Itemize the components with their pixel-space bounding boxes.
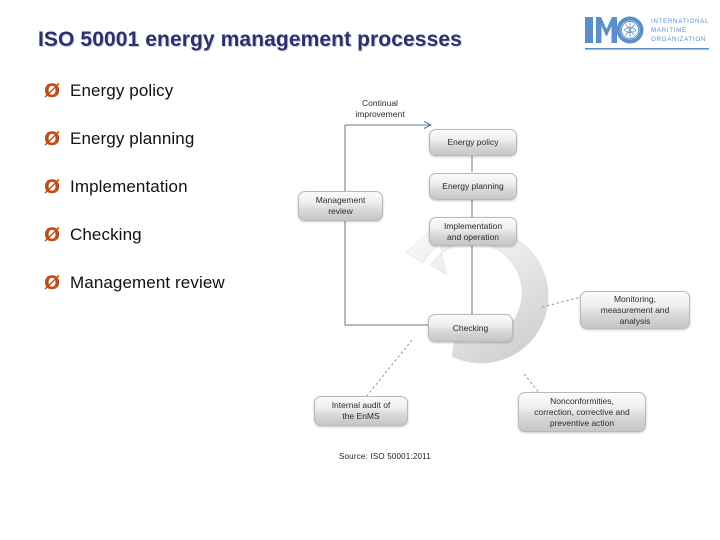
arrow-bullet-icon: Ø xyxy=(44,272,61,294)
arrow-bullet-icon: Ø xyxy=(44,128,61,150)
list-item: Ø Management review xyxy=(44,272,344,320)
arrow-bullet-icon: Ø xyxy=(44,80,61,102)
list-item: Ø Implementation xyxy=(44,176,344,224)
box-energy-planning[interactable]: Energy planning xyxy=(429,173,517,200)
arrow-bullet-icon: Ø xyxy=(44,176,61,198)
logo-line-1: INTERNATIONAL xyxy=(651,18,709,25)
logo-line-2: MARITIME xyxy=(651,27,687,34)
source-caption: Source: ISO 50001:2011 xyxy=(339,452,431,461)
imo-logo: INTERNATIONAL MARITIME ORGANIZATION xyxy=(583,12,711,56)
list-item: Ø Checking xyxy=(44,224,344,272)
bullet-label: Implementation xyxy=(70,177,188,196)
box-implementation-and-operation[interactable]: Implementation and operation xyxy=(429,217,517,246)
box-checking[interactable]: Checking xyxy=(428,314,513,342)
bullet-label: Energy planning xyxy=(70,129,195,148)
bullet-label: Management review xyxy=(70,273,225,292)
list-item: Ø Energy policy xyxy=(44,80,344,128)
dotted-connectors xyxy=(361,295,586,411)
box-management-review[interactable]: Management review xyxy=(298,191,383,221)
page-title: ISO 50001 energy management processes xyxy=(38,28,462,51)
arrow-bullet-icon: Ø xyxy=(44,224,61,246)
list-item: Ø Energy planning xyxy=(44,128,344,176)
pdca-cycle-diagram: Continual improvement Energy policy Ener… xyxy=(298,98,720,475)
box-internal-audit[interactable]: Internal audit of the EnMS xyxy=(314,396,408,426)
box-energy-policy[interactable]: Energy policy xyxy=(429,129,517,156)
bullet-list: Ø Energy policy Ø Energy planning Ø Impl… xyxy=(44,80,344,320)
continual-improvement-label: Continual improvement xyxy=(355,98,405,119)
logo-line-3: ORGANIZATION xyxy=(651,36,706,43)
box-monitoring-measurement-analysis[interactable]: Monitoring, measurement and analysis xyxy=(580,291,690,329)
box-nonconformities[interactable]: Nonconformities, correction, corrective … xyxy=(518,392,646,432)
bullet-label: Energy policy xyxy=(70,81,174,100)
bullet-label: Checking xyxy=(70,225,142,244)
